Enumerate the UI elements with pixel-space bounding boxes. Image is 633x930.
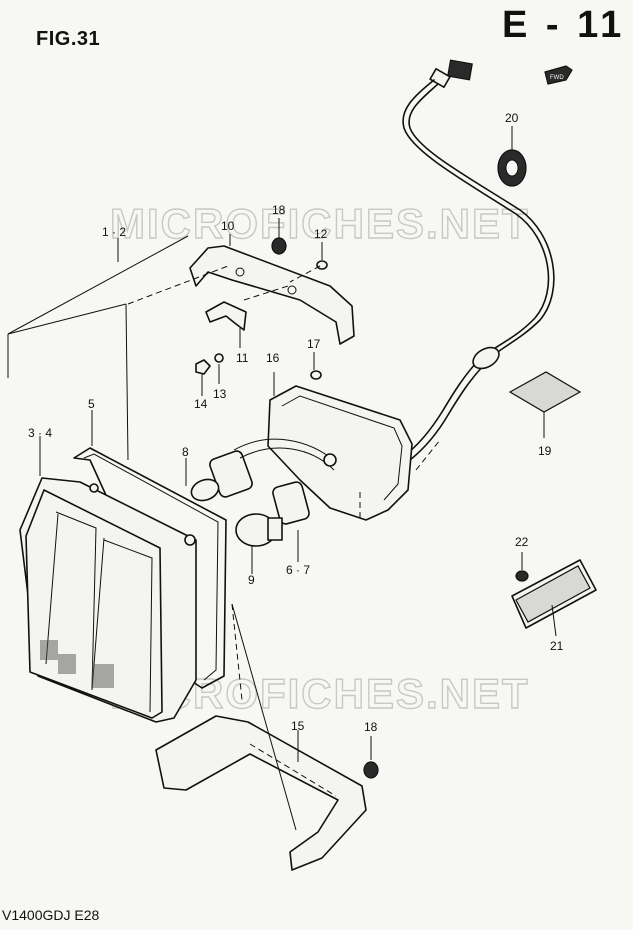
callout-16: 16 [266,351,280,365]
callout-20: 20 [505,111,519,125]
taillight-lens-3-4 [19,436,197,723]
page-code: E - 11 [502,4,626,46]
screw-17 [310,352,322,380]
callout-22: 22 [515,535,529,549]
pad-19 [508,371,582,438]
callout-3-4: 3 · 4 [28,426,52,440]
nut-13 [214,353,224,384]
assembly-dotted-lines [359,439,441,520]
callout-6-7: 6 · 7 [286,563,310,577]
callout-1-2: 1 · 2 [102,225,126,239]
nut-14 [195,359,211,396]
socket-6-7 [272,453,337,562]
bracket-15 [155,603,367,871]
fwd-tag-text: FWD [550,75,564,81]
callout-18-top: 18 [272,203,286,217]
callout-8: 8 [182,445,189,459]
callout-5: 5 [88,397,95,411]
callout-18-bottom: 18 [364,720,378,734]
screw-12 [289,242,328,283]
bolt-18-top [271,218,287,255]
model-code: V1400GDJ E28 [2,907,100,923]
watermark-top: MICROFICHES.NET [110,200,530,247]
bracket-10 [189,234,355,345]
callout-17: 17 [307,337,321,351]
callout-12: 12 [314,227,328,241]
callout-19: 19 [538,444,552,458]
callout-13: 13 [213,387,227,401]
callout-14: 14 [194,397,208,411]
grommet-20 [497,126,527,187]
figure-number: FIG.31 [36,28,101,50]
wiring-harness [402,59,555,461]
callout-21: 21 [550,639,564,653]
callout-9: 9 [248,573,255,587]
clip-11 [205,285,289,348]
reflector-21 [511,552,597,637]
socket-8 [185,438,337,502]
assembly-leader-1-2 [7,235,229,461]
bolt-18-bottom [363,736,379,779]
housing-16 [267,372,413,521]
callout-15: 15 [291,719,305,733]
callout-11: 11 [236,351,249,365]
fwd-arrow-icon: FWD [544,65,573,85]
callout-10: 10 [221,219,235,233]
bulb-9 [235,513,283,574]
